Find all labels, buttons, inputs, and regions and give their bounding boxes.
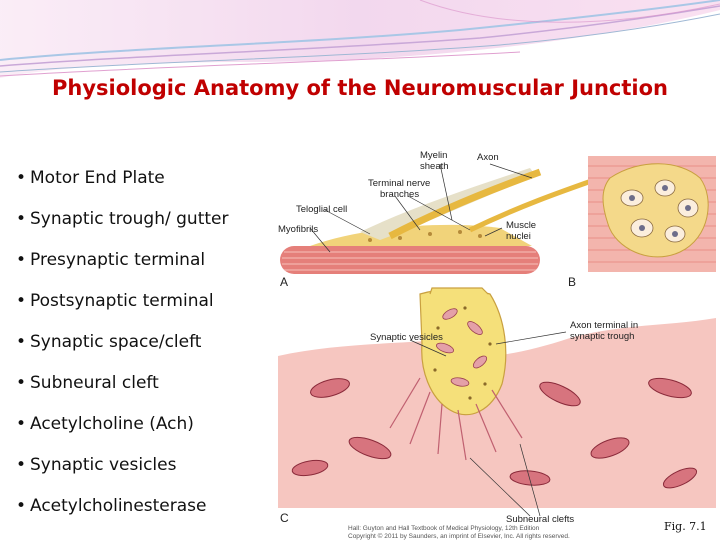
bullet-item: •Presynaptic terminal	[16, 250, 228, 291]
label-teloglial-cell: Teloglial cell	[296, 204, 347, 215]
bullet-glyph: •	[16, 455, 27, 475]
panel-b-illustration	[588, 156, 716, 272]
bullet-item: •Synaptic trough/ gutter	[16, 209, 228, 250]
label-synaptic-vesicles: Synaptic vesicles	[370, 332, 443, 343]
decorative-banner	[0, 0, 720, 78]
label-panel-b: B	[568, 275, 576, 289]
bullet-glyph: •	[16, 414, 27, 434]
bullet-item: •Synaptic space/cleft	[16, 332, 228, 373]
figure-credit-line-1: Hall: Guyton and Hall Textbook of Medica…	[348, 525, 540, 532]
bullet-text: Acetylcholine (Ach)	[30, 414, 194, 434]
panel-c-illustration	[278, 287, 716, 517]
panel-a-illustration	[280, 163, 601, 274]
bullet-text: Synaptic space/cleft	[30, 332, 202, 352]
bullet-text: Synaptic vesicles	[30, 455, 177, 475]
label-myelin-sheath-1: Myelin	[420, 150, 447, 161]
bullet-glyph: •	[16, 209, 27, 229]
bullet-glyph: •	[16, 332, 27, 352]
bullet-item: •Synaptic vesicles	[16, 455, 228, 496]
bullet-glyph: •	[16, 168, 27, 188]
label-subneural-clefts: Subneural clefts	[506, 514, 574, 525]
label-axon-terminal-2: synaptic trough	[570, 331, 634, 342]
bullet-item: •Acetylcholinesterase	[16, 496, 228, 537]
bullet-item: •Acetylcholine (Ach)	[16, 414, 228, 455]
bullet-item: •Motor End Plate	[16, 168, 228, 209]
bullet-glyph: •	[16, 373, 27, 393]
bullet-item: •Subneural cleft	[16, 373, 228, 414]
label-axon-terminal-1: Axon terminal in	[570, 320, 638, 331]
label-muscle-nuclei-2: nuclei	[506, 231, 531, 242]
slide-title: Physiologic Anatomy of the Neuromuscular…	[51, 76, 668, 100]
bullet-text: Presynaptic terminal	[30, 250, 206, 270]
bullet-list: •Motor End Plate •Synaptic trough/ gutte…	[16, 168, 228, 537]
bullet-glyph: •	[16, 496, 27, 516]
label-myelin-sheath-2: sheath	[420, 161, 449, 172]
bullet-text: Acetylcholinesterase	[30, 496, 207, 516]
bullet-text: Synaptic trough/ gutter	[30, 209, 229, 229]
bullet-text: Motor End Plate	[30, 168, 165, 188]
bullet-text: Postsynaptic terminal	[30, 291, 214, 311]
label-panel-c: C	[280, 511, 289, 525]
figure-credit-line-2: Copyright © 2011 by Saunders, an imprint…	[348, 532, 570, 540]
figure-reference: Fig. 7.1	[664, 520, 707, 533]
label-axon: Axon	[477, 152, 499, 163]
nmj-figure: Myelin sheath Axon Terminal nerve branch…	[278, 150, 716, 540]
bullet-glyph: •	[16, 250, 27, 270]
label-muscle-nuclei-1: Muscle	[506, 220, 536, 231]
label-terminal-nerve-1: Terminal nerve	[368, 178, 430, 189]
label-panel-a: A	[280, 275, 288, 289]
label-myofibrils: Myofibrils	[278, 224, 318, 235]
bullet-glyph: •	[16, 291, 27, 311]
bullet-item: •Postsynaptic terminal	[16, 291, 228, 332]
bullet-text: Subneural cleft	[30, 373, 159, 393]
label-terminal-nerve-2: branches	[380, 189, 419, 200]
